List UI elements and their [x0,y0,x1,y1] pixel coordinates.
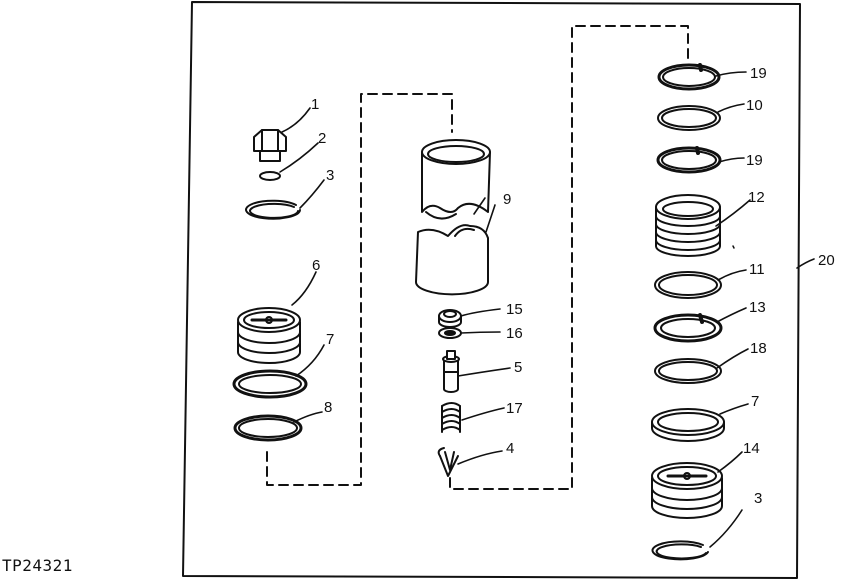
callout-5: 5 [514,359,522,376]
part-6-piston [237,307,301,364]
callout-10: 10 [746,97,763,114]
part-3-snap-ring-left [245,199,301,220]
part-9-sleeve-lower [415,224,489,296]
callout-20: 20 [818,252,835,269]
part-8-ring [233,414,303,442]
callout-4: 4 [506,440,514,457]
callout-14: 14 [743,440,760,457]
callout-9: 9 [503,191,511,208]
part-4-clip [437,447,459,477]
part-13-ring [653,313,723,343]
callout-13: 13 [749,299,766,316]
callout-17: 17 [506,400,523,417]
callout-3-left: 3 [326,167,334,184]
part-5-valve-stem [442,350,460,393]
callout-19-top: 19 [750,65,767,82]
callout-2: 2 [318,130,326,147]
part-11-ring [654,271,722,299]
callout-11: 11 [749,261,765,278]
part-2-o-ring [259,171,281,181]
callout-16: 16 [506,325,523,342]
callout-19-middle: 19 [746,152,763,169]
part-19-seal-ring-middle [656,146,722,174]
callout-7-left: 7 [326,331,334,348]
callout-3-right: 3 [754,490,762,507]
part-17-spring [441,402,461,433]
part-18-ring [654,358,722,384]
part-16-seal [438,327,462,339]
figure-id: TP24321 [2,556,73,575]
part-12-ring-stack [655,194,721,257]
dashed-connector-lines [266,25,689,490]
callout-12: 12 [748,189,765,206]
callout-18: 18 [750,340,767,357]
part-14-piston [651,462,723,519]
diagram-frame [182,1,801,579]
leader-lines [279,71,815,548]
callout-7-right: 7 [751,393,759,410]
part-7-seal-left [232,369,308,399]
callout-8: 8 [324,399,332,416]
callout-labels: 1 2 3 6 7 8 9 15 16 5 17 4 19 10 19 12 1… [311,65,835,507]
callout-15: 15 [506,301,523,318]
part-1-bolt [253,129,287,162]
part-19-seal-ring-top [657,63,721,91]
callout-1: 1 [311,96,319,113]
part-10-ring [657,105,721,131]
part-15-washer [438,309,462,328]
part-3-snap-ring-right [651,540,709,561]
part-9-sleeve-upper [421,139,491,220]
callout-6: 6 [312,257,320,274]
part-7-seal-right [651,408,725,442]
